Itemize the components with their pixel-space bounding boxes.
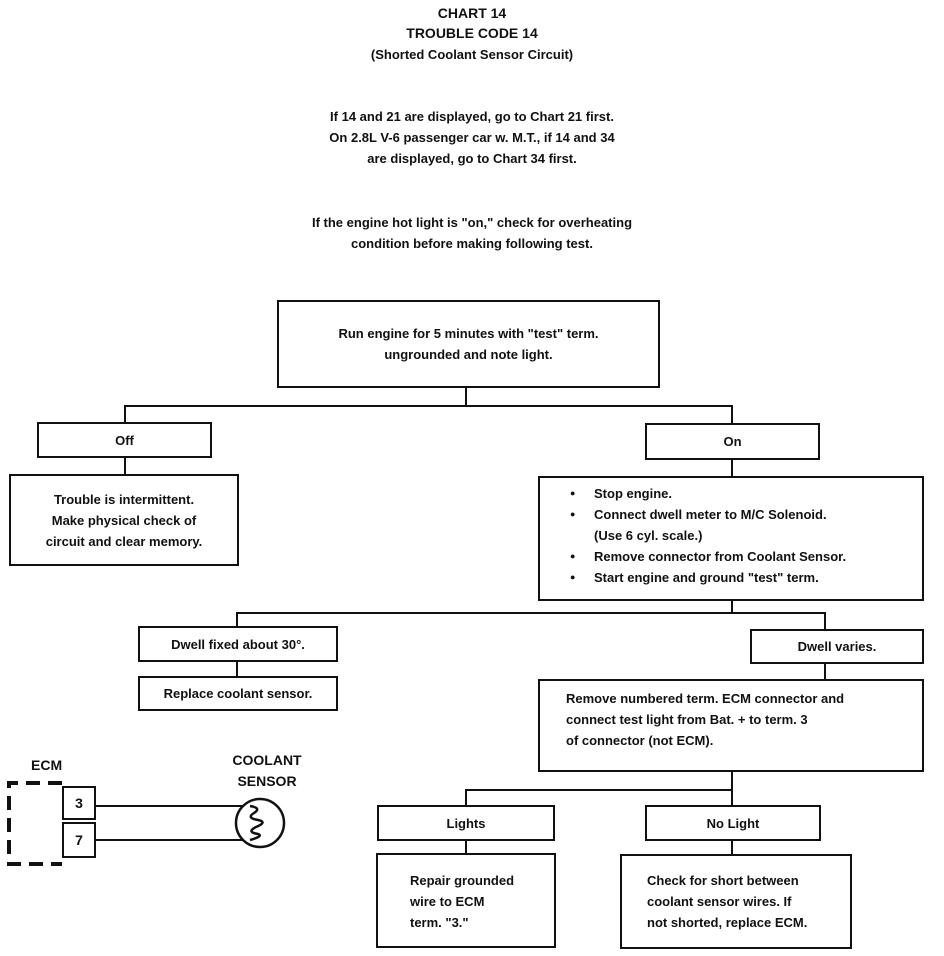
on-steps-list: Stop engine. Connect dwell meter to M/C … [570,483,912,588]
off-branch-label: Off [37,422,212,458]
connector-line [236,660,238,678]
start-step-box: Run engine for 5 minutes with "test" ter… [277,300,660,388]
note-line: On 2.8L V-6 passenger car w. M.T., if 14… [329,130,615,145]
result-text: circuit and clear memory. [45,533,203,549]
pin-number: 7 [75,832,83,848]
step-item: Stop engine. [570,483,912,504]
note-line: If the engine hot light is "on," check f… [311,215,633,230]
result-text: coolant sensor wires. If [647,894,792,909]
connector-line [124,405,733,407]
step-item: Remove connector from Coolant Sensor. [570,546,912,567]
connector-line [465,839,467,854]
connector-line [824,662,826,681]
connector-line [731,839,733,855]
dwell-fixed-text: Dwell fixed about 30°. [171,636,305,652]
on-label: On [723,434,742,449]
connector-line [731,600,733,614]
check-short-box: Check for short between coolant sensor w… [620,854,852,949]
ecm-pin-7: 7 [62,822,96,858]
connector-line [824,612,826,630]
chart-description: (Shorted Coolant Sensor Circuit) [370,47,574,62]
chart-title: CHART 14 [437,5,507,21]
dwell-varies-text: Dwell varies. [797,639,877,654]
note-line: are displayed, go to Chart 34 first. [367,151,577,166]
result-text: term. "3." [410,915,469,930]
result-text: wire to ECM [410,894,485,909]
note-line: condition before making following test. [351,236,593,251]
step-item-text: Connect dwell meter to M/C Solenoid. [594,507,827,522]
step-item: Start engine and ground "test" term. [570,567,912,588]
note-line: If 14 and 21 are displayed, go to Chart … [330,109,614,124]
no-light-branch-label: No Light [645,805,821,841]
result-text: Repair grounded [410,873,515,888]
connector-line [236,612,826,614]
sensor-label: SENSOR [237,773,297,789]
result-text: Make physical check of [51,512,197,528]
off-label: Off [115,432,134,448]
remove-terminal-box: Remove numbered term. ECM connector and … [538,679,924,772]
intermittent-result-box: Trouble is intermittent. Make physical c… [9,474,239,566]
dwell-fixed-box: Dwell fixed about 30°. [138,626,338,662]
step-item-subtext: (Use 6 cyl. scale.) [594,528,703,543]
lights-branch-label: Lights [377,805,555,841]
start-step-text: ungrounded and note light. [384,347,553,362]
dwell-varies-box: Dwell varies. [750,629,924,664]
start-step-text: Run engine for 5 minutes with "test" ter… [338,326,599,341]
instruction-text: Remove numbered term. ECM connector and [566,691,845,706]
sensor-label: COOLANT [232,752,302,768]
pin-number: 3 [75,795,83,811]
ecm-outline [7,781,62,866]
step-item: Connect dwell meter to M/C Solenoid. (Use… [570,504,912,546]
result-text: Check for short between [647,873,799,888]
lights-label: Lights [446,815,486,831]
connector-line [465,789,733,791]
connector-line [465,387,467,406]
repair-wire-box: Repair grounded wire to ECM term. "3." [376,853,556,948]
chart-subtitle: TROUBLE CODE 14 [406,25,538,41]
result-text: Trouble is intermittent. [53,491,195,507]
result-text: not shorted, replace ECM. [647,915,808,930]
connector-line [465,789,467,806]
instruction-text: connect test light from Bat. + to term. … [566,712,808,727]
replace-sensor-box: Replace coolant sensor. [138,676,338,711]
ecm-label: ECM [31,757,63,773]
coolant-sensor-icon [234,797,286,849]
thermistor-icon [249,804,264,842]
on-branch-label: On [645,423,820,460]
connector-line [731,458,733,478]
on-steps-box: Stop engine. Connect dwell meter to M/C … [538,476,924,601]
connector-line [124,456,126,476]
replace-sensor-text: Replace coolant sensor. [163,686,313,701]
connector-line [124,405,126,424]
ecm-pin-3: 3 [62,786,96,820]
connector-line [236,612,238,627]
connector-line [731,405,733,425]
instruction-text: of connector (not ECM). [566,733,714,748]
no-light-label: No Light [706,815,760,831]
connector-line [731,771,733,791]
connector-line [731,789,733,806]
